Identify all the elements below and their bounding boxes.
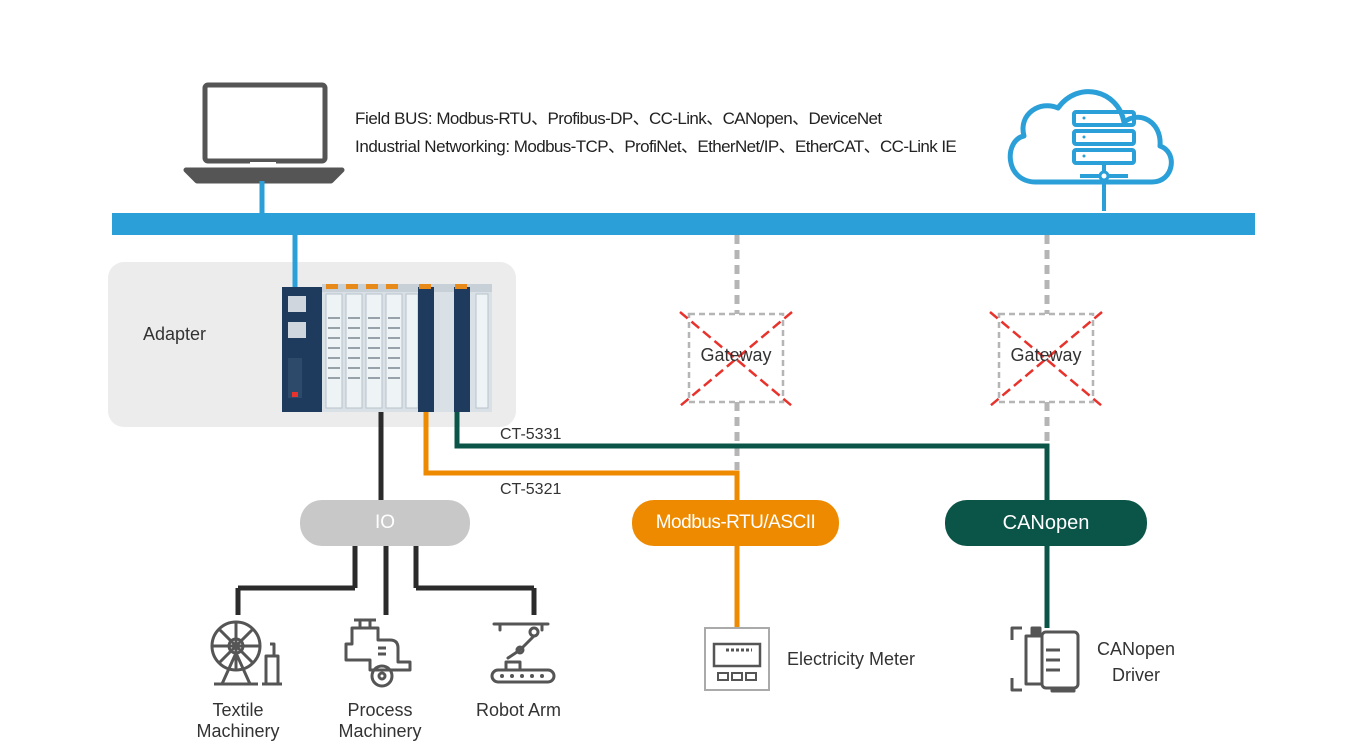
gateway-label-2: Gateway xyxy=(1010,345,1082,365)
textile-label-line2: Machinery xyxy=(196,721,280,741)
network-bus xyxy=(112,213,1255,235)
canopen-pill-label: CANopen xyxy=(1002,511,1090,534)
io-pill-label: IO xyxy=(374,512,396,533)
cloud-server-icon xyxy=(1007,89,1174,211)
networking-list: Modbus-TCP、ProfiNet、EtherNet/IP、EtherCAT… xyxy=(513,137,957,156)
gateway-label-1: Gateway xyxy=(700,345,772,365)
robot-arm-icon xyxy=(490,622,556,684)
fieldbus-key: Field BUS: xyxy=(355,109,433,128)
driver-label-line1: CANopen xyxy=(1096,639,1176,659)
textile-machinery-icon xyxy=(210,620,282,686)
process-label-line1: Process xyxy=(347,700,413,720)
modbus-pill-label: Modbus-RTU/ASCII xyxy=(655,512,816,533)
link-label-ct5331: CT-5331 xyxy=(500,426,562,443)
link-label-ct5321: CT-5321 xyxy=(500,481,562,498)
driver-label: CANopen Driver xyxy=(1093,636,1179,688)
fieldbus-list: Modbus-RTU、Profibus-DP、CC-Link、CANopen、D… xyxy=(436,109,882,128)
fieldbus-line: Field BUS: Modbus-RTU、Profibus-DP、CC-Lin… xyxy=(355,104,882,129)
electricity-meter-icon xyxy=(704,627,770,691)
networking-line: Industrial Networking: Modbus-TCP、ProfiN… xyxy=(355,132,957,157)
process-label-line2: Machinery xyxy=(338,721,422,741)
adapter-device xyxy=(282,284,492,412)
adapter-label: Adapter xyxy=(143,324,207,344)
laptop-icon xyxy=(183,82,345,184)
canopen-pill: CANopen xyxy=(945,500,1147,546)
meter-label: Electricity Meter xyxy=(787,649,916,669)
io-pill: IO xyxy=(300,500,470,546)
driver-label-line2: Driver xyxy=(1112,665,1160,685)
motor-driver-icon xyxy=(1010,626,1080,693)
gateway-box-1 xyxy=(679,311,793,407)
process-label: Process Machinery xyxy=(330,700,430,742)
textile-label: Textile Machinery xyxy=(188,700,288,742)
gateway-box-2 xyxy=(989,311,1103,407)
textile-label-line1: Textile xyxy=(212,700,264,720)
process-machinery-icon xyxy=(344,618,412,688)
robot-label: Robot Arm xyxy=(476,700,562,720)
modbus-pill: Modbus-RTU/ASCII xyxy=(632,500,839,546)
networking-key: Industrial Networking: xyxy=(355,137,510,156)
